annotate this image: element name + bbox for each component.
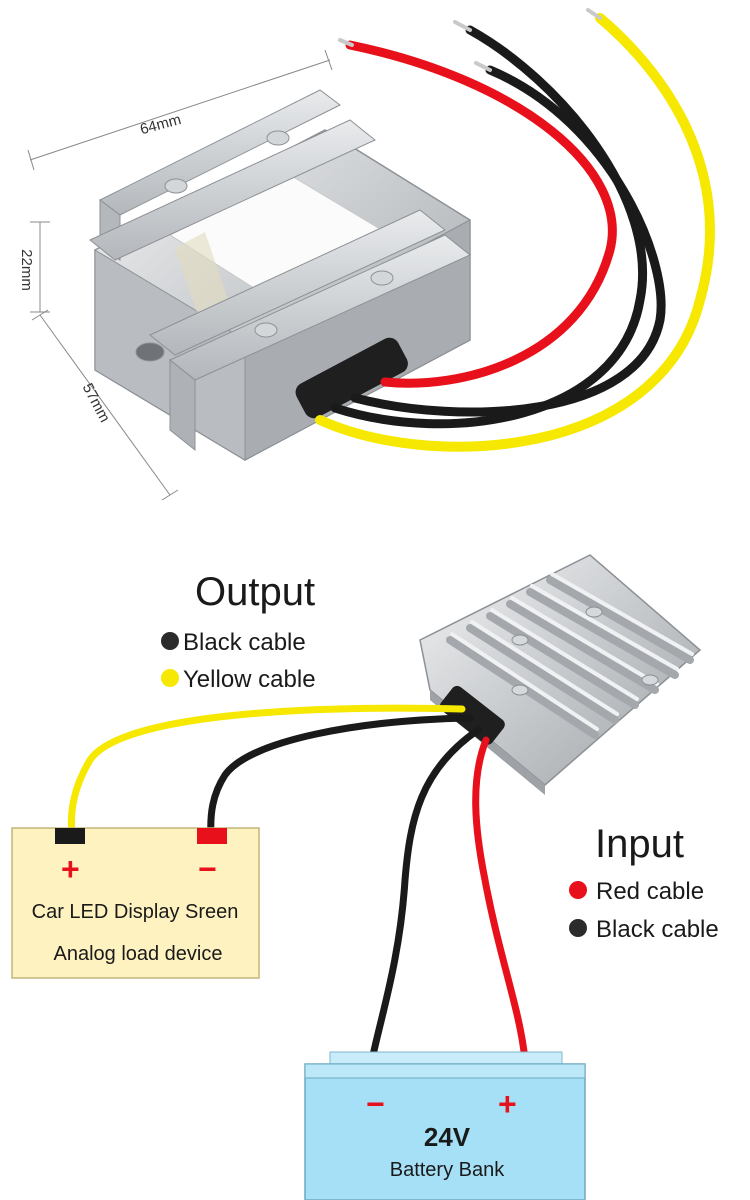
product-photo: 64mm 22mm 57mm [18,8,715,501]
input-legend-black: Black cable [596,916,719,943]
load-device-title: Car LED Display Sreen [32,901,239,923]
output-black-dot [161,632,179,650]
battery-bank: − + 24V Battery Bank [304,1051,586,1200]
red-input-wire [472,736,529,1064]
battery-plus-sign: + [498,1086,517,1122]
dimension-width-label: 57mm [79,380,114,425]
load-negative-terminal [55,828,85,844]
diagram-wires [67,704,529,1064]
input-heading: Input [595,822,684,866]
load-positive-terminal [197,828,227,844]
converter-module [89,89,471,461]
load-plus-sign: + [61,851,80,887]
dimension-height-label: 22mm [18,249,35,291]
input-red-dot [569,881,587,899]
input-black-dot [569,919,587,937]
output-legend-yellow: Yellow cable [183,666,316,693]
module-wires [315,8,715,452]
input-legend-red: Red cable [596,878,704,905]
converter-module-top [419,554,702,795]
load-minus-sign: − [198,851,217,887]
dimension-length-label: 64mm [138,111,183,138]
yellow-output-wire [67,704,466,839]
battery-label: Battery Bank [390,1159,506,1181]
output-legend-black: Black cable [183,629,306,656]
output-heading: Output [195,570,315,614]
dimension-lines [27,49,333,501]
battery-voltage: 24V [424,1122,471,1152]
load-device-subtitle: Analog load device [53,943,222,965]
black-input-wire [368,726,482,1064]
black-output-wire [207,714,474,839]
wiring-diagram: Output Black cable Yellow cable [11,554,719,1200]
battery-minus-sign: − [366,1086,385,1122]
load-device-box: + − Car LED Display Sreen Analog load de… [11,827,260,979]
output-yellow-dot [161,669,179,687]
